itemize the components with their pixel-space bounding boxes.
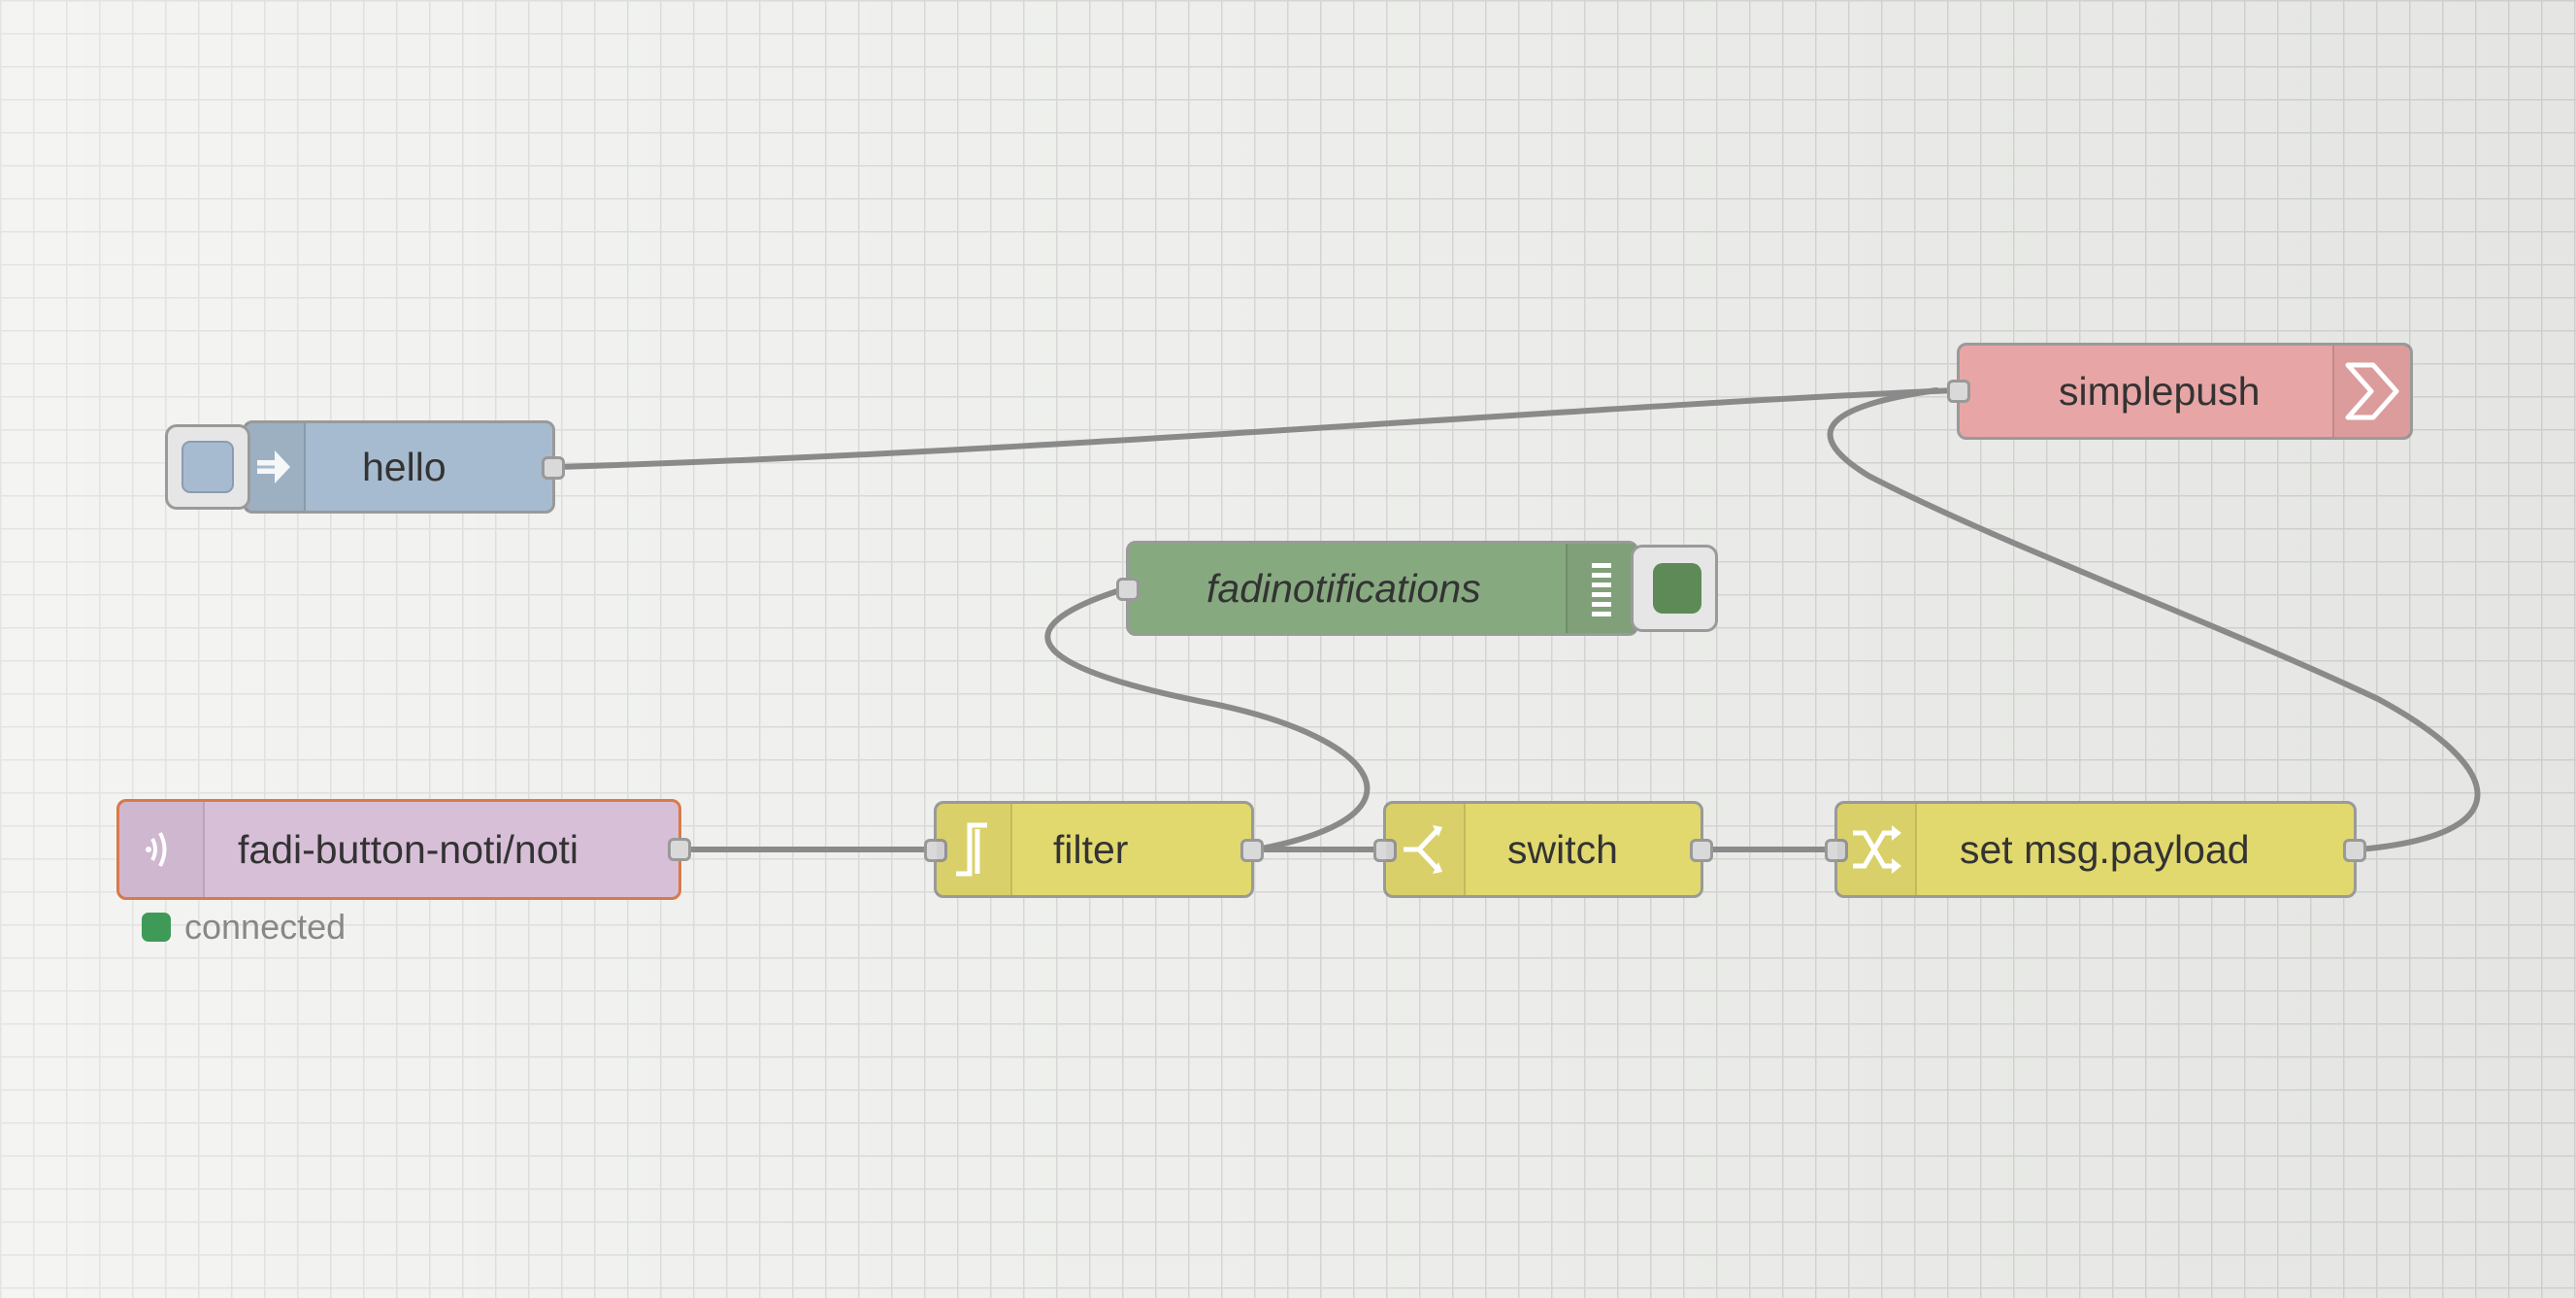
- node-label: fadinotifications: [1206, 565, 1481, 611]
- output-port[interactable]: [1240, 839, 1264, 862]
- input-port[interactable]: [1947, 380, 1970, 403]
- status-text: connected: [184, 907, 347, 947]
- debug-node-fadinotifications[interactable]: fadinotifications: [1116, 541, 1638, 636]
- debug-toggle-fill: [1653, 563, 1701, 614]
- trigger-button-fill: [182, 441, 234, 493]
- input-port[interactable]: [924, 839, 947, 862]
- output-port[interactable]: [2343, 839, 2366, 862]
- node-label: fadi-button-noti/noti: [238, 826, 579, 872]
- filter-node[interactable]: filter: [924, 801, 1264, 898]
- inject-trigger-button[interactable]: [165, 424, 250, 510]
- simplepush-node[interactable]: simplepush: [1947, 343, 2413, 440]
- shuffle-icon: [1837, 804, 1917, 895]
- status-dot-icon: [142, 913, 171, 942]
- node-label: hello: [362, 444, 446, 489]
- node-label: simplepush: [2059, 368, 2261, 414]
- wire-change-to-simplepush[interactable]: [1827, 387, 2481, 852]
- input-port[interactable]: [1116, 578, 1139, 601]
- filter-icon: [937, 804, 1012, 895]
- node-label: set msg.payload: [1960, 826, 2250, 872]
- output-port[interactable]: [1690, 839, 1713, 862]
- node-status: connected: [142, 907, 346, 948]
- switch-node[interactable]: switch: [1373, 801, 1713, 898]
- inject-node-hello[interactable]: hello: [243, 420, 565, 514]
- mqtt-in-node[interactable]: fadi-button-noti/noti: [116, 799, 691, 900]
- simplepush-icon: [2332, 346, 2410, 437]
- mqtt-wireless-icon: [119, 802, 205, 897]
- change-node[interactable]: set msg.payload: [1825, 801, 2366, 898]
- wire-hello-to-simplepush[interactable]: [555, 387, 1958, 470]
- output-port[interactable]: [542, 456, 565, 480]
- input-port[interactable]: [1825, 839, 1848, 862]
- input-port[interactable]: [1373, 839, 1397, 862]
- node-label: filter: [1053, 826, 1129, 872]
- debug-toggle-button[interactable]: [1631, 545, 1718, 632]
- switch-icon: [1386, 804, 1466, 895]
- wire-filter-to-fadinotifications[interactable]: [1044, 585, 1371, 852]
- inject-icon: [246, 423, 306, 511]
- debug-list-icon: [1566, 544, 1635, 633]
- node-label: switch: [1507, 826, 1618, 872]
- output-port[interactable]: [668, 838, 691, 861]
